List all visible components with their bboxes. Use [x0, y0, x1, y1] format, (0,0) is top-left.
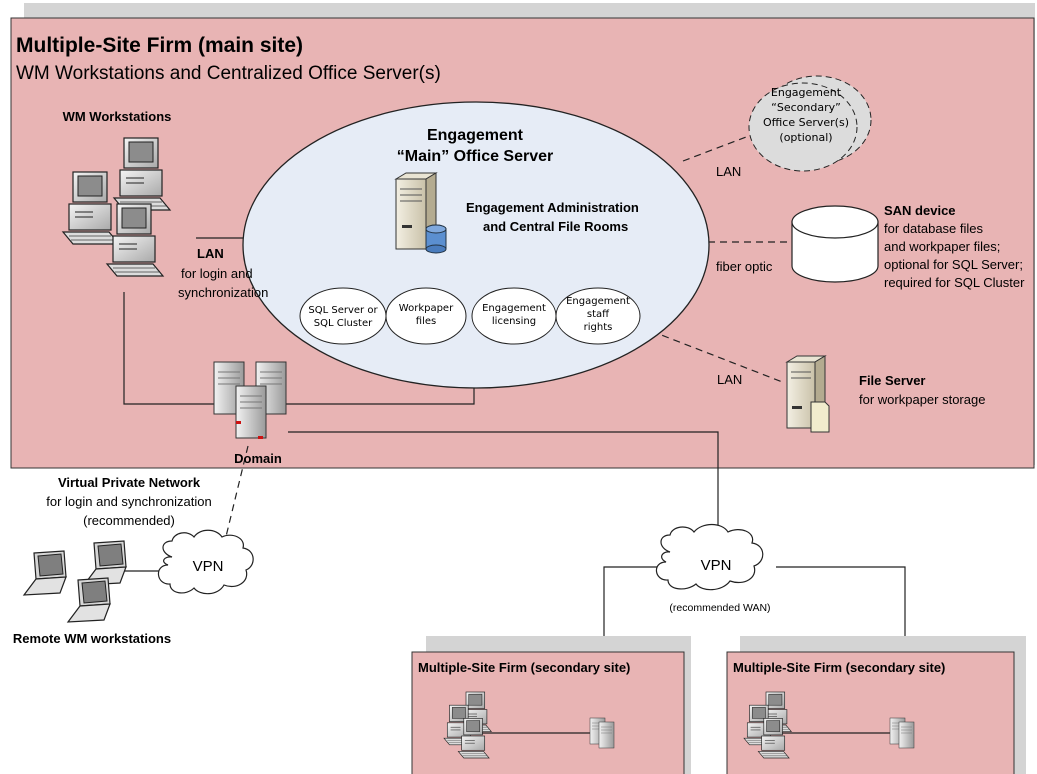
lan-secondary-link — [682, 130, 763, 162]
secondary-line-3: Office Server(s) — [763, 116, 849, 129]
main-site-title: Multiple-Site Firm (main site) — [16, 34, 303, 57]
san-device-icon — [791, 205, 879, 283]
component-sql — [299, 287, 387, 345]
component-workpaper — [385, 287, 467, 345]
main-server-title-2: “Main” Office Server — [397, 148, 554, 165]
wan-vpn-cloud — [655, 523, 764, 591]
vpn-link — [221, 445, 249, 554]
main-site-subtitle: WM Workstations and Centralized Office S… — [16, 63, 441, 84]
component-label: files — [416, 316, 436, 327]
component-label: Engagement — [566, 296, 630, 307]
main-office-server-ellipse — [242, 101, 710, 389]
fiber-label: fiber optic — [716, 259, 773, 274]
vpn-desc-2: (recommended) — [83, 513, 175, 528]
san-title: SAN device — [884, 203, 956, 218]
domain-server-icon — [213, 361, 287, 439]
domain-link — [123, 292, 475, 405]
lan-title: LAN — [197, 246, 224, 261]
main-server-title-1: Engagement — [427, 127, 524, 144]
vpn-desc-1: for login and synchronization — [46, 494, 212, 509]
lan-desc-2: synchronization — [178, 285, 268, 300]
component-label: Engagement — [482, 303, 546, 314]
component-label: licensing — [492, 316, 536, 327]
san-line-1: for database files — [884, 221, 984, 236]
remote-vpn-cloud — [157, 529, 254, 595]
main-server-icon — [394, 172, 447, 254]
admin-label-1: Engagement Administration — [466, 200, 639, 215]
domain-label: Domain — [234, 451, 282, 466]
san-line-3: optional for SQL Server; — [884, 257, 1023, 272]
component-label: SQL Server or — [308, 305, 378, 316]
secondary-site-title: Multiple-Site Firm (secondary site) — [733, 660, 945, 675]
san-line-2: and workpaper files; — [884, 239, 1000, 254]
remote-workstations-label: Remote WM workstations — [13, 631, 171, 646]
secondary-server-ellipse — [748, 82, 858, 172]
secondary-server-icon — [889, 717, 915, 749]
file-server-title: File Server — [859, 373, 926, 388]
wan-vpn-label: VPN — [701, 557, 732, 574]
component-label: Workpaper — [399, 303, 454, 314]
remote-laptops-icon — [23, 540, 127, 623]
component-label: rights — [584, 322, 613, 333]
lan-desc-1: for login and — [181, 266, 253, 281]
component-label: staff — [587, 309, 610, 320]
secondary-line-2: “Secondary” — [771, 101, 841, 114]
secondary-server-icon — [589, 717, 615, 749]
remote-vpn-label: VPN — [193, 558, 224, 575]
wan-note: (recommended WAN) — [669, 602, 770, 614]
server-components: SQL Server or SQL Cluster Workpaper file… — [299, 287, 641, 345]
secondary-site-title: Multiple-Site Firm (secondary site) — [418, 660, 630, 675]
lan-file-label: LAN — [717, 372, 742, 387]
file-server-icon — [785, 355, 830, 433]
file-server-desc: for workpaper storage — [859, 392, 985, 407]
secondary-line-4: (optional) — [779, 131, 832, 144]
workstations-label: WM Workstations — [63, 109, 172, 124]
lan-secondary-label: LAN — [716, 164, 741, 179]
wan-uplink — [288, 431, 719, 545]
secondary-servers — [748, 75, 872, 172]
secondary-line-1: Engagement — [771, 86, 842, 99]
component-label: SQL Cluster — [314, 318, 373, 329]
admin-label-2: and Central File Rooms — [483, 219, 628, 234]
vpn-title: Virtual Private Network — [58, 475, 201, 490]
san-line-4: required for SQL Cluster — [884, 275, 1025, 290]
component-staff-rights — [555, 287, 641, 345]
